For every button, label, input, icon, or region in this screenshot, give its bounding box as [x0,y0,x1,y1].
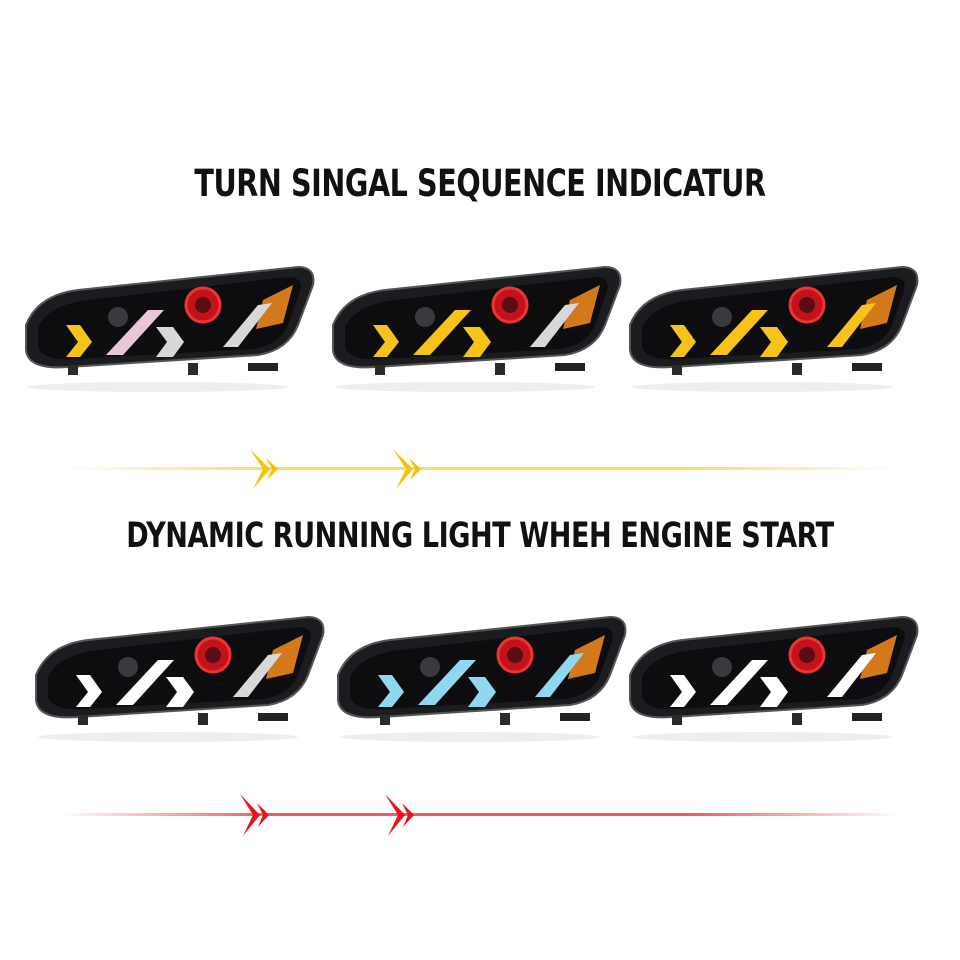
headlight-image-turn-signal-step-1 [8,255,318,395]
headlight-image-turn-signal-step-2 [315,255,625,395]
headlight-image-running-light-blue [320,605,630,745]
headlight-image-running-light-white-full [612,605,922,745]
headlight-image-turn-signal-step-3 [612,255,922,395]
section-title-running-light: DYNAMIC RUNNING LIGHT WHEH ENGINE START [126,516,834,556]
section-title-turn-signal: TURN SINGAL SEQUENCE INDICATUR [194,162,766,205]
sequence-arrow-line-red [60,794,900,836]
headlight-image-running-light-white [18,605,328,745]
sequence-arrow-line-yellow [60,449,900,489]
